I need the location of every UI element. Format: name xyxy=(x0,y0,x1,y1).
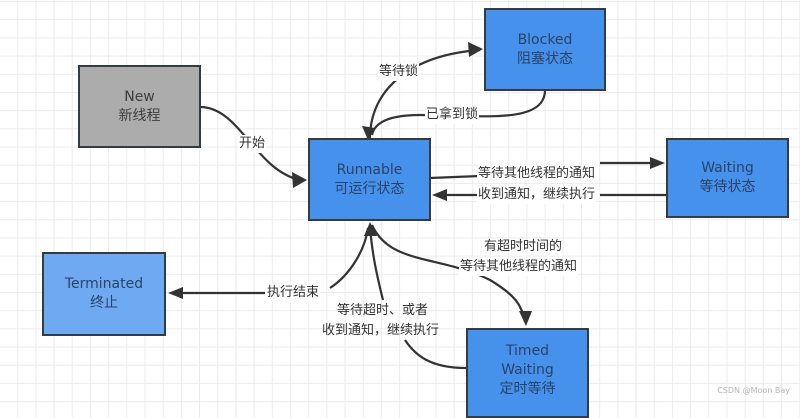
watermark: CSDN @Moon Bay xyxy=(717,386,790,395)
state-timed-waiting[interactable]: Timed Waiting 定时等待 xyxy=(466,328,589,418)
state-new[interactable]: New 新线程 xyxy=(78,65,201,148)
arrowhead-runnable-from-new xyxy=(292,172,307,188)
state-blocked-title: Blocked xyxy=(517,31,573,48)
arrowhead-waiting xyxy=(650,157,665,169)
state-waiting-subtitle: 等待状态 xyxy=(699,179,756,195)
state-new-subtitle: 新线程 xyxy=(118,107,161,124)
label-timed-wait-line2: 等待其他线程的通知 xyxy=(459,258,579,276)
state-terminated[interactable]: Terminated 终止 xyxy=(42,252,166,336)
arrowhead-blocked xyxy=(468,42,483,57)
edges-layer xyxy=(168,42,666,370)
state-terminated-title: Terminated xyxy=(64,276,144,292)
state-waiting[interactable]: Waiting 等待状态 xyxy=(666,138,789,218)
state-timed-waiting-subtitle: 定时等待 xyxy=(499,381,556,397)
arrowhead-runnable-from-blocked xyxy=(362,126,375,140)
state-terminated-subtitle: 终止 xyxy=(90,295,118,311)
state-blocked-subtitle: 阻塞状态 xyxy=(517,50,573,67)
arrowhead-timed-waiting xyxy=(519,311,532,326)
label-timed-wait-line1: 有超时时间的 xyxy=(484,239,563,254)
label-got-notify: 收到通知，继续执行 xyxy=(477,186,597,204)
state-runnable-subtitle: 可运行状态 xyxy=(334,180,405,197)
state-timed-waiting-title2: Waiting xyxy=(501,362,554,378)
edge-timeout xyxy=(368,225,467,370)
label-wait-lock: 等待锁 xyxy=(378,63,420,81)
arrowhead-terminated xyxy=(168,287,183,299)
label-start: 开始 xyxy=(238,135,267,153)
state-new-title: New xyxy=(124,88,155,105)
label-timeout-line2: 收到通知，继续执行 xyxy=(322,323,440,338)
state-blocked[interactable]: Blocked 阻塞状态 xyxy=(484,8,606,91)
arrowhead-runnable-from-waiting xyxy=(432,189,447,201)
label-wait-notify: 等待其他线程的通知 xyxy=(477,165,597,183)
label-got-lock: 已拿到锁 xyxy=(425,106,480,124)
arrowhead-runnable-from-timed xyxy=(364,222,377,236)
state-runnable[interactable]: Runnable 可运行状态 xyxy=(308,138,431,221)
state-runnable-title: Runnable xyxy=(336,161,403,178)
state-timed-waiting-title: Timed xyxy=(505,343,550,359)
label-timeout-line1: 等待超时、或者 xyxy=(337,303,429,318)
label-finish: 执行结束 xyxy=(266,284,321,302)
state-waiting-title: Waiting xyxy=(701,160,754,176)
